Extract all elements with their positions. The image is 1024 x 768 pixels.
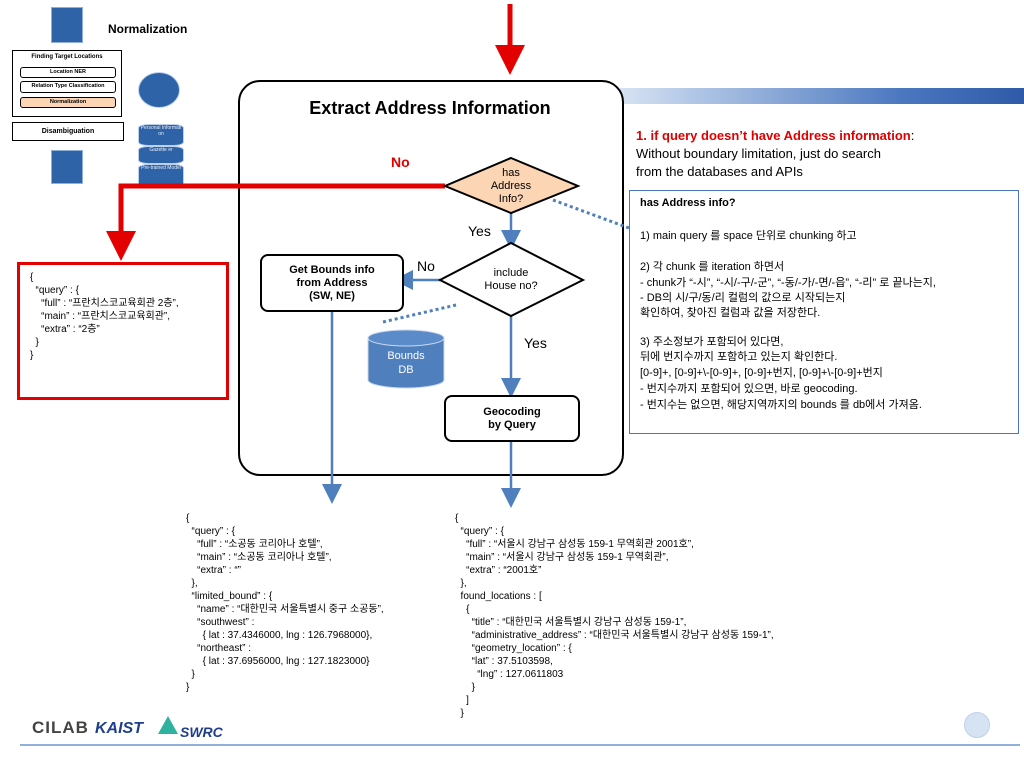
mini-db-gazetteer: Gazette er: [138, 146, 184, 164]
yes-label-1: Yes: [468, 223, 491, 239]
mini-item-normalization: Normalization: [20, 97, 116, 108]
right-heading-colon: :: [910, 128, 915, 143]
mini-output-doc: [51, 150, 83, 184]
info-box: has Address info? 1) main query 를 space …: [629, 190, 1019, 434]
json-left-text: { “query” : { “full” : “프란치스코교육회관 2층”, “…: [30, 272, 179, 361]
flowchart-title: Extract Address Information: [309, 98, 551, 118]
info-line: - DB의 시/구/동/리 컬럼의 값으로 시작되는지: [640, 292, 846, 304]
yes-label-2: Yes: [524, 335, 547, 351]
info-line: - 번지수는 없으면, 해당지역까지의 bounds 를 db에서 가져옴.: [640, 399, 922, 411]
info-line: [0-9]+, [0-9]+\-[0-9]+, [0-9]+번지, [0-9]+…: [640, 367, 883, 379]
no-label-2: No: [417, 258, 435, 274]
info-line-heading: has Address info?: [640, 197, 736, 209]
bounds-db-cylinder: [367, 338, 445, 389]
kaist-logo: KAIST: [95, 720, 143, 738]
mini-panel-title: Finding Target Locations: [31, 54, 103, 60]
bounds-db-top: [367, 329, 445, 347]
swrc-logo: SWRC: [180, 724, 223, 740]
mini-disambiguation: Disambiguation: [12, 122, 124, 141]
info-line: 1) main query 를 space 단위로 chunking 하고: [640, 230, 857, 242]
get-bounds-box: Get Bounds info from Address (SW, NE): [260, 254, 404, 312]
mini-item-location-ner: Location NER: [20, 67, 116, 78]
geocoding-box: Geocoding by Query: [444, 395, 580, 442]
slide-nav-circle[interactable]: [964, 712, 990, 738]
info-line: 3) 주소정보가 포함되어 있다면,: [640, 336, 784, 348]
diamond-include-house: [437, 241, 586, 318]
red-no-path: [106, 183, 445, 261]
kaist-logo-text: KAIST: [95, 720, 143, 737]
get-bounds-label: Get Bounds info from Address (SW, NE): [289, 263, 375, 302]
dotted-link-db: [382, 303, 457, 324]
swrc-logo-text: SWRC: [180, 724, 223, 740]
header-stripe: [620, 88, 1024, 104]
bounds-db-label: Bounds DB: [387, 350, 425, 376]
no-red-label: No: [391, 154, 410, 170]
has-address-label: has Address Info?: [490, 167, 532, 205]
info-line: 2) 각 chunk 를 iteration 하면서: [640, 261, 785, 273]
info-line: - 번지수까지 포함되어 있으면, 바로 geocoding.: [640, 383, 858, 395]
right-heading: 1. if query doesn’t have Address informa…: [636, 127, 1021, 181]
info-line: 확인하여, 찾아진 컬럼과 값을 저장한다.: [640, 307, 821, 319]
mini-diagram-title: Normalization: [108, 22, 188, 36]
info-line: 뒤에 번지수까지 포함하고 있는지 확인한다.: [640, 351, 838, 363]
cilab-logo: CILAB: [32, 718, 89, 738]
mini-input-doc: [51, 7, 83, 43]
swrc-logo-mark: [158, 716, 178, 734]
right-heading-title: 1. if query doesn’t have Address informa…: [636, 128, 911, 143]
info-line: - chunk가 “-시”, “-시/-구/-군”, “-동/-가/-면/-읍”…: [640, 277, 936, 289]
json-middle-text: { “query” : { “full” : “소공동 코리아나 호텔”, “m…: [186, 513, 384, 693]
dotted-link-infobox: [552, 198, 630, 230]
mini-db-personal-info: Personal Informati on: [138, 124, 184, 146]
right-heading-line2: Without boundary limitation, just do sea…: [636, 146, 881, 161]
geocoding-label: Geocoding by Query: [483, 405, 541, 431]
mini-item-relation-type: Relation Type Classification: [20, 81, 116, 93]
json-left-box: { “query” : { “full” : “프란치스코교육회관 2층”, “…: [17, 262, 229, 400]
mini-db-circle: [138, 72, 180, 108]
cilab-logo-text: CILAB: [32, 718, 89, 737]
diamond-has-address: [442, 156, 581, 215]
include-house-label: include House no?: [484, 267, 538, 292]
right-heading-line3: from the databases and APIs: [636, 164, 803, 179]
footer-line: [20, 744, 1020, 746]
json-right-text: { “query” : { “full” : “서울시 강남구 삼성동 159-…: [455, 513, 774, 719]
